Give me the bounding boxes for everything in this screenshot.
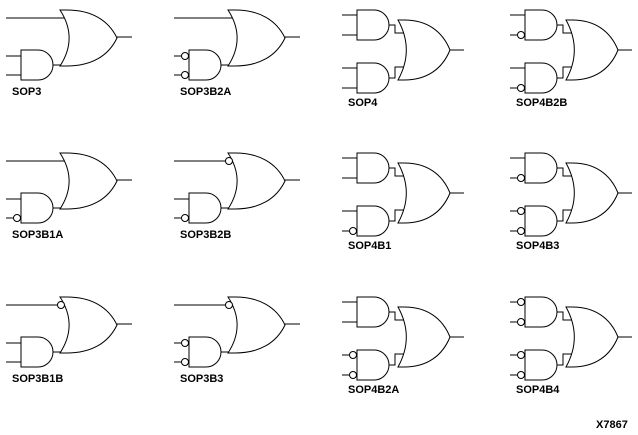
and-gate	[524, 9, 558, 41]
gate-cell: SOP4B4	[510, 296, 632, 396]
or-gate	[227, 296, 286, 354]
gate-cell: SOP3B2A	[174, 9, 300, 98]
input-line-invert-bubble	[517, 351, 525, 359]
and-gate	[20, 336, 54, 368]
gate-cell: SOP4B2B	[510, 9, 632, 109]
input-line-invert-bubble	[349, 351, 357, 359]
input-invert-bubble	[224, 157, 233, 165]
gate-label: SOP4	[348, 97, 378, 109]
and-gate	[524, 62, 558, 94]
or-gate	[565, 19, 619, 81]
gate-label: SOP3B1A	[12, 229, 63, 241]
and-gate	[356, 296, 390, 328]
or-gate	[59, 152, 118, 210]
gate-grid: SOP3 SOP3B2A SOP4 SOP4B2B SOP3B1A SOP3B2B SOP4…	[6, 9, 632, 396]
gate-label: SOP4B4	[516, 384, 560, 396]
input-line-invert-bubble	[517, 227, 525, 235]
and-gate	[20, 49, 54, 81]
and-to-or-line	[389, 66, 404, 79]
and-to-or-line	[389, 167, 404, 177]
input-invert-bubble	[224, 301, 233, 309]
gate-label: SOP3B3	[180, 373, 223, 385]
and-to-or-line	[389, 353, 404, 366]
gate-cell: SOP3	[6, 9, 132, 98]
and-gate	[524, 296, 558, 328]
and-gate	[356, 9, 390, 41]
and-gate	[524, 349, 558, 381]
and-to-or-line	[557, 311, 572, 321]
and-gate	[20, 192, 54, 224]
input-line-invert-bubble	[181, 339, 189, 347]
gate-label: SOP4B3	[516, 240, 559, 252]
or-gate	[565, 162, 619, 224]
and-gate	[356, 152, 390, 184]
or-gate	[227, 9, 286, 67]
and-gate	[524, 152, 558, 184]
and-gate	[524, 205, 558, 237]
and-to-or-line	[557, 353, 572, 366]
input-line-invert-bubble	[13, 214, 21, 222]
and-to-or-line	[389, 24, 404, 34]
and-gate	[356, 62, 390, 94]
and-to-or-line	[389, 311, 404, 321]
input-line-invert-bubble	[181, 71, 189, 79]
gate-label: SOP3B2B	[180, 229, 231, 241]
gate-cell: SOP3B2B	[174, 152, 300, 241]
input-line-invert-bubble	[517, 31, 525, 39]
gate-label: SOP3B2A	[180, 86, 231, 98]
gate-cell: SOP4	[342, 9, 464, 109]
input-line-invert-bubble	[517, 207, 525, 215]
input-line-invert-bubble	[517, 318, 525, 326]
or-gate	[227, 152, 286, 210]
gate-cell: SOP3B1A	[6, 152, 132, 241]
or-gate	[565, 306, 619, 368]
gate-label: SOP4B2B	[516, 97, 567, 109]
input-line-invert-bubble	[181, 214, 189, 222]
input-line-invert-bubble	[517, 298, 525, 306]
gate-cell: SOP4B3	[510, 152, 632, 252]
and-gate	[356, 349, 390, 381]
or-gate	[397, 306, 451, 368]
gate-cell: SOP3B3	[174, 296, 300, 385]
gate-label: SOP3B1B	[12, 373, 63, 385]
input-line-invert-bubble	[517, 84, 525, 92]
or-gate	[397, 19, 451, 81]
figure-id: X7867	[596, 419, 628, 431]
and-gate	[356, 205, 390, 237]
input-line-invert-bubble	[181, 52, 189, 60]
gate-label: SOP3	[12, 86, 41, 98]
gate-cell: SOP3B1B	[6, 296, 132, 385]
input-line-invert-bubble	[517, 371, 525, 379]
and-to-or-line	[557, 24, 572, 34]
or-gate	[397, 162, 451, 224]
gate-cell: SOP4B1	[342, 152, 464, 252]
or-gate	[59, 296, 118, 354]
or-gate	[59, 9, 118, 67]
input-line-invert-bubble	[181, 358, 189, 366]
and-gate	[188, 192, 222, 224]
and-to-or-line	[389, 209, 404, 222]
input-invert-bubble	[56, 301, 65, 309]
input-line-invert-bubble	[349, 227, 357, 235]
input-line-invert-bubble	[517, 174, 525, 182]
input-line-invert-bubble	[349, 371, 357, 379]
and-gate	[188, 336, 222, 368]
gate-label: SOP4B1	[348, 240, 391, 252]
and-gate	[188, 49, 222, 81]
and-to-or-line	[557, 209, 572, 222]
and-to-or-line	[557, 66, 572, 79]
gate-cell: SOP4B2A	[342, 296, 464, 396]
gate-label: SOP4B2A	[348, 384, 399, 396]
and-to-or-line	[557, 167, 572, 177]
